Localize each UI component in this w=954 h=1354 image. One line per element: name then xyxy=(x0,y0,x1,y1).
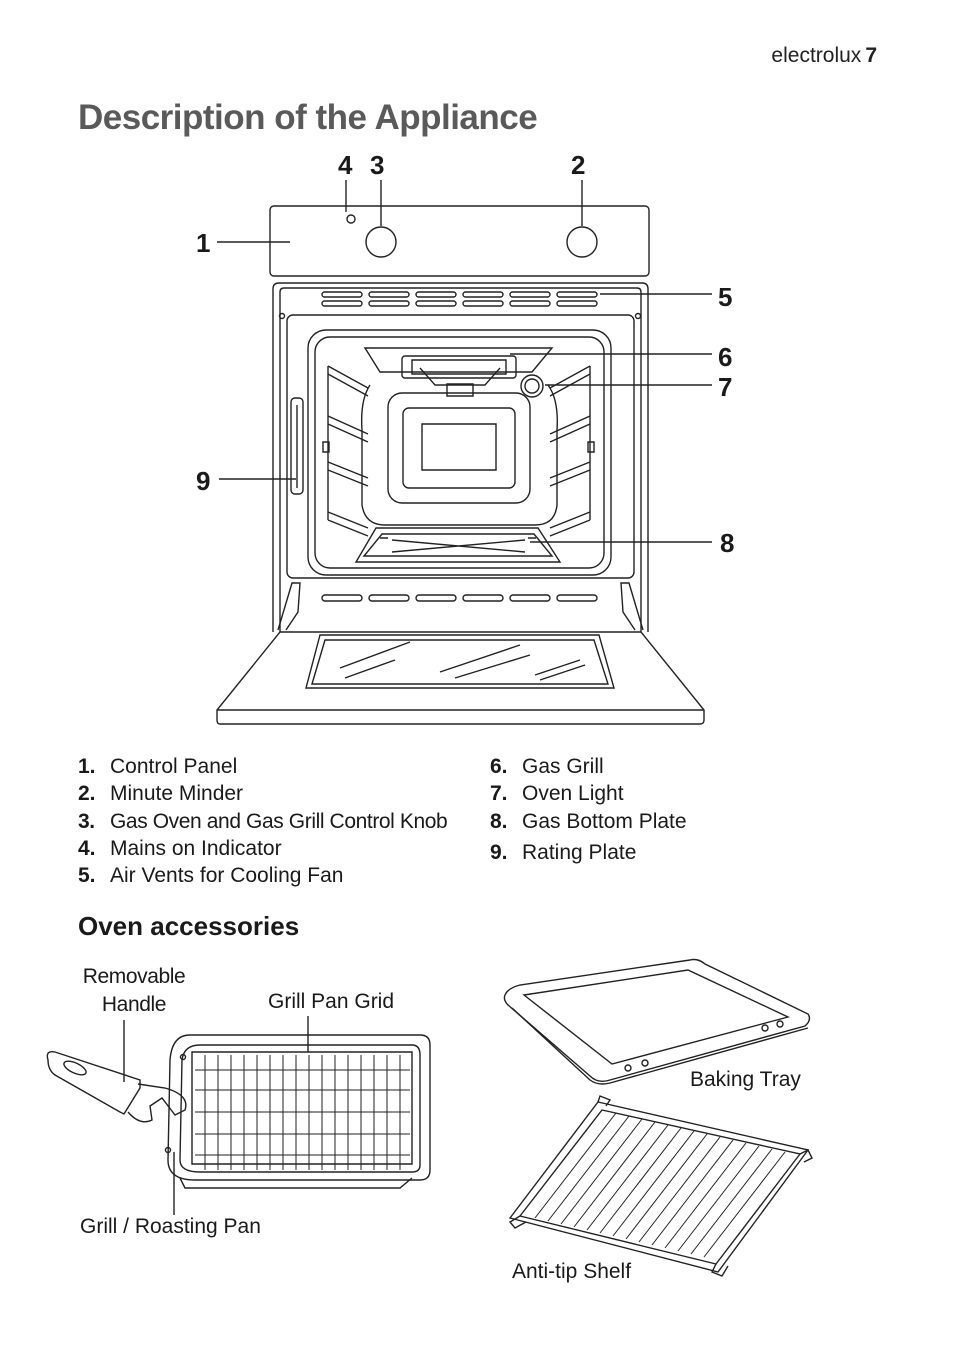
legend-item-6: 6. Gas Grill xyxy=(490,755,604,779)
legend-label: Gas Bottom Plate xyxy=(522,810,687,833)
callout-6: 6 xyxy=(718,342,733,372)
legend-number: 2. xyxy=(78,782,96,805)
legend-number: 3. xyxy=(78,810,95,833)
legend-label: Oven Light xyxy=(522,782,624,805)
control-knob-drawing xyxy=(366,227,396,257)
brand-name: electrolux xyxy=(771,44,862,67)
callout-8: 8 xyxy=(720,528,735,558)
legend-item-9: 9. Rating Plate xyxy=(490,841,636,865)
baking-tray-label: Baking Tray xyxy=(690,1068,801,1091)
legend-label: Mains on Indicator xyxy=(110,837,282,860)
legend-number: 6. xyxy=(490,755,508,778)
anti-tip-shelf-drawing xyxy=(510,1096,812,1276)
gas-grill-drawing xyxy=(365,348,552,396)
callout-5: 5 xyxy=(718,282,733,312)
oven-door-drawing xyxy=(217,632,704,724)
accessories-heading: Oven accessories xyxy=(78,911,300,941)
legend-label: Air Vents for Cooling Fan xyxy=(110,864,344,887)
callout-2: 2 xyxy=(571,150,586,180)
control-panel-drawing xyxy=(270,206,649,276)
removable-handle-label: Removable Handle xyxy=(80,965,188,1017)
legend-item-7: 7. Oven Light xyxy=(490,782,624,806)
callout-4: 4 xyxy=(338,150,353,180)
legend-item-8: 8. Gas Bottom Plate xyxy=(490,810,687,834)
legend-label: Minute Minder xyxy=(110,782,244,805)
rating-plate-drawing xyxy=(291,398,303,494)
legend-label: Control Panel xyxy=(110,755,238,778)
legend-label: Gas Oven and Gas Grill Control Knob xyxy=(110,810,448,833)
legend-item-1: 1. Control Panel xyxy=(78,755,237,779)
grill-roasting-pan-label: Grill / Roasting Pan xyxy=(80,1215,261,1238)
grill-pan-drawing xyxy=(166,1035,431,1188)
oven-cavity-drawing xyxy=(308,330,611,575)
legend-number: 5. xyxy=(78,864,96,887)
legend-item-5: 5. Air Vents for Cooling Fan xyxy=(78,864,343,888)
callout-3: 3 xyxy=(370,150,385,180)
legend-item-4: 4. Mains on Indicator xyxy=(78,837,282,861)
callout-7: 7 xyxy=(718,372,733,402)
minute-minder-drawing xyxy=(567,227,597,257)
anti-tip-shelf-label: Anti-tip Shelf xyxy=(512,1260,632,1283)
legend-number: 8. xyxy=(490,810,508,833)
page-title: Description of the Appliance xyxy=(78,98,538,137)
legend-label: Gas Grill xyxy=(522,755,604,778)
top-vents-drawing xyxy=(322,292,597,306)
left-shelf-runners-drawing xyxy=(323,366,368,536)
legend-label: Rating Plate xyxy=(522,841,637,864)
oven-body-drawing xyxy=(273,283,648,632)
callout-9: 9 xyxy=(196,466,211,496)
legend-number: 7. xyxy=(490,782,508,805)
oven-light-drawing xyxy=(521,375,543,397)
legend-number: 4. xyxy=(78,837,96,860)
callout-1: 1 xyxy=(196,228,211,258)
legend-item-3: 3. Gas Oven and Gas Grill Control Knob xyxy=(78,810,448,834)
removable-handle-label-line2: Handle xyxy=(101,993,167,1016)
legend-item-2: 2. Minute Minder xyxy=(78,782,243,806)
legend-number: 9. xyxy=(490,841,508,864)
gas-bottom-plate-drawing xyxy=(356,528,560,562)
removable-handle-label-line1: Removable xyxy=(82,965,186,988)
page-number: 7 xyxy=(865,44,877,67)
removable-handle-drawing xyxy=(47,1052,186,1122)
grill-pan-grid-drawing xyxy=(195,1055,410,1170)
grill-pan-grid-label: Grill Pan Grid xyxy=(268,990,395,1013)
legend-number: 1. xyxy=(78,755,96,778)
indicator-light-drawing xyxy=(347,215,355,223)
baking-tray-drawing xyxy=(504,960,809,1085)
right-shelf-runners-drawing xyxy=(550,366,594,536)
